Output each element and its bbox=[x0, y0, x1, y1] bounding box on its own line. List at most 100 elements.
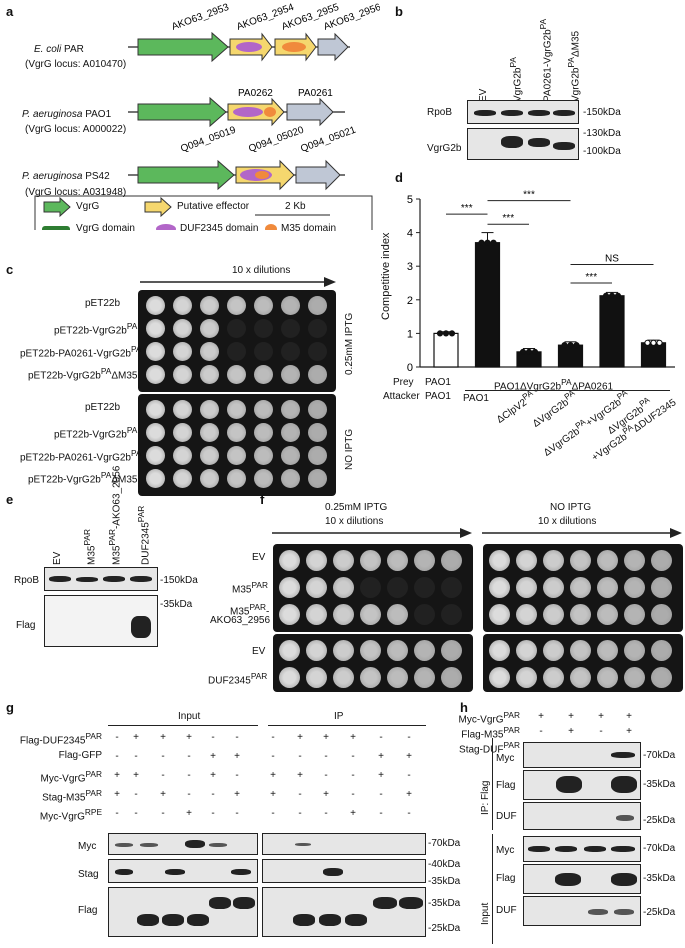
condition-sign: - bbox=[298, 808, 302, 819]
data-point bbox=[531, 348, 539, 355]
condition-sign: - bbox=[539, 726, 543, 737]
condition-sign: - bbox=[407, 732, 411, 743]
colony-spot bbox=[651, 667, 672, 688]
svg-text:Q094_05019: Q094_05019 bbox=[179, 125, 238, 155]
strain-f-ev-1: EV bbox=[252, 552, 266, 563]
g-blot-myc: Myc bbox=[78, 841, 97, 852]
colony-spot bbox=[414, 577, 435, 598]
data-point bbox=[602, 292, 610, 299]
cond-f-left: 0.25mM IPTG bbox=[325, 502, 388, 513]
prey-mutant: PAO1ΔVgrG2bPAΔPA0261 bbox=[494, 377, 614, 393]
data-point bbox=[644, 339, 651, 346]
h-marker-35b: -35kDa bbox=[643, 873, 676, 884]
h-marker-35a: -35kDa bbox=[643, 779, 676, 790]
colony-spot bbox=[387, 604, 408, 625]
colony-spot bbox=[308, 446, 327, 465]
condition-sign: - bbox=[379, 808, 383, 819]
colony-spot bbox=[279, 550, 300, 571]
data-point bbox=[519, 348, 527, 355]
colony-spot bbox=[624, 550, 645, 571]
org-pao1: P. aeruginosa PAO1 bbox=[22, 109, 112, 120]
colony-spot bbox=[306, 604, 327, 625]
group-ip: IP bbox=[334, 711, 344, 722]
colony-spot bbox=[516, 577, 537, 598]
colony-spot bbox=[227, 365, 246, 384]
condition-row-label: Flag-M35PAR bbox=[461, 725, 520, 741]
condition-sign: - bbox=[271, 732, 275, 743]
condition-sign: + bbox=[234, 751, 240, 762]
ps42-vgrg-arrow bbox=[137, 159, 235, 191]
h-blot-in-flag bbox=[523, 864, 641, 894]
condition-sign: - bbox=[379, 732, 383, 743]
colony-spot bbox=[308, 342, 327, 361]
data-point bbox=[614, 292, 622, 299]
bar bbox=[640, 342, 667, 368]
y-tick-label: 5 bbox=[407, 194, 413, 206]
colony-spot bbox=[146, 319, 165, 338]
blot-rpob bbox=[467, 100, 579, 124]
plate-f-iptg-1 bbox=[273, 544, 473, 632]
h-blot-flag-1: Flag bbox=[496, 780, 516, 791]
strain-c-6: pET22b-VgrG2bPA bbox=[54, 425, 138, 441]
colony-spot bbox=[543, 577, 564, 598]
condition-sign: - bbox=[324, 808, 328, 819]
colony-spot bbox=[281, 342, 300, 361]
condition-sign: + bbox=[297, 770, 303, 781]
colony-spot bbox=[281, 296, 300, 315]
condition-sign: + bbox=[133, 732, 139, 743]
g-blot-myc-ip bbox=[262, 833, 426, 855]
colony-spot bbox=[146, 342, 165, 361]
colony-spot bbox=[543, 640, 564, 661]
h-blot-in-duf bbox=[523, 896, 641, 926]
colony-spot bbox=[308, 400, 327, 419]
condition-sign: - bbox=[379, 789, 383, 800]
ecoli-vgrg-arrow bbox=[137, 31, 229, 63]
condition-sign: + bbox=[297, 732, 303, 743]
data-point bbox=[448, 330, 456, 337]
h-blot-flag-2: Flag bbox=[496, 873, 516, 884]
colony-spot bbox=[543, 550, 564, 571]
g-marker-70: -70kDa bbox=[428, 838, 461, 849]
colony-spot bbox=[308, 319, 327, 338]
condition-sign: - bbox=[599, 726, 603, 737]
colony-spot bbox=[173, 365, 192, 384]
colony-spot bbox=[597, 667, 618, 688]
condition-sign: + bbox=[323, 732, 329, 743]
significance-label: *** bbox=[461, 203, 473, 214]
colony-spot bbox=[254, 342, 273, 361]
row-prey-label: Prey bbox=[393, 377, 414, 388]
condition-sign: + bbox=[350, 732, 356, 743]
prey-bracket-line bbox=[465, 390, 670, 391]
h-blot-myc-1: Myc bbox=[496, 753, 515, 764]
condition-sign: - bbox=[235, 770, 239, 781]
colony-spot bbox=[489, 577, 510, 598]
colony-spot bbox=[489, 550, 510, 571]
condition-sign: + bbox=[378, 770, 384, 781]
condition-sign: + bbox=[114, 789, 120, 800]
h-marker-70b: -70kDa bbox=[643, 843, 676, 854]
colony-spot bbox=[146, 446, 165, 465]
colony-spot bbox=[308, 423, 327, 442]
ip-line bbox=[268, 725, 426, 726]
colony-spot bbox=[227, 296, 246, 315]
g-blot-myc-input bbox=[108, 833, 258, 855]
data-point bbox=[436, 330, 444, 337]
strain-c-2: pET22b-VgrG2bPA bbox=[54, 321, 138, 337]
cond-c-bottom: NO IPTG bbox=[344, 428, 355, 470]
colony-spot bbox=[200, 342, 219, 361]
chart-ylabel: Competitive index bbox=[380, 232, 392, 320]
panel-b-letter: b bbox=[395, 4, 403, 19]
h-group-input: Input bbox=[480, 902, 491, 925]
condition-sign: - bbox=[115, 808, 119, 819]
h-blot-in-myc bbox=[523, 836, 641, 862]
colony-spot bbox=[414, 667, 435, 688]
legend-vgrg: VgrG bbox=[76, 201, 100, 212]
colony-spot bbox=[146, 365, 165, 384]
colony-spot bbox=[254, 365, 273, 384]
colony-spot bbox=[146, 400, 165, 419]
cond-c-top: 0.25mM IPTG bbox=[344, 312, 355, 375]
condition-sign: - bbox=[134, 789, 138, 800]
bar bbox=[433, 332, 459, 368]
colony-spot bbox=[279, 640, 300, 661]
